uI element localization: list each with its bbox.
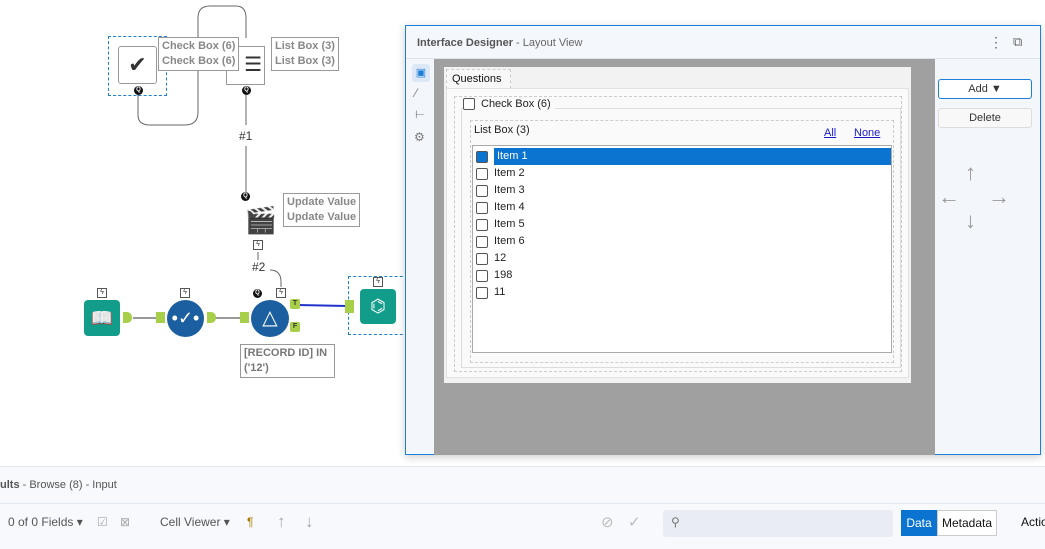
- list-item[interactable]: 198: [473, 267, 891, 284]
- checkbox-icon[interactable]: [476, 269, 488, 282]
- output-anchor[interactable]: [123, 312, 132, 323]
- record-id-tool-icon[interactable]: •✓•: [167, 300, 204, 337]
- move-arrows[interactable]: ↑ ↓ ← →: [938, 160, 1012, 236]
- delete-button[interactable]: Delete: [938, 108, 1032, 128]
- checkbox-icon[interactable]: [476, 150, 488, 163]
- input-anchor[interactable]: [156, 312, 165, 323]
- list-item[interactable]: Item 5: [473, 216, 891, 233]
- tree-view-icon[interactable]: ⊢: [415, 109, 425, 121]
- check-all-icon[interactable]: ☑: [97, 515, 108, 529]
- arrow-up-icon[interactable]: ↑: [277, 512, 286, 531]
- designer-title: Interface Designer: [417, 37, 513, 49]
- checkbox-icon[interactable]: [463, 98, 475, 110]
- filter-annotation: [RECORD ID] IN ('12'): [240, 344, 335, 378]
- list-item[interactable]: 11: [473, 284, 891, 301]
- tab-metadata[interactable]: Metadata: [937, 510, 997, 536]
- add-button[interactable]: Add ▼: [938, 79, 1032, 99]
- listbox-label: List Box (3): [474, 124, 530, 136]
- question-anchor-icon: Q: [253, 289, 262, 298]
- arrow-down-icon[interactable]: ↓: [305, 512, 314, 531]
- fields-dropdown[interactable]: 0 of 0 Fields ▾: [8, 515, 83, 529]
- select-all-link[interactable]: All: [824, 127, 837, 139]
- designer-subtitle: - Layout View: [516, 37, 583, 49]
- search-input[interactable]: ⚲: [663, 510, 893, 537]
- list-item[interactable]: Item 2: [473, 165, 891, 182]
- event-anchor-icon: ϟ: [276, 288, 286, 298]
- checkbox-tool-icon[interactable]: ✔: [118, 46, 157, 84]
- interface-designer-window: Interface Designer - Layout View ⋮ ⧉ ▣ ⁄…: [405, 25, 1041, 455]
- select-none-link[interactable]: None: [854, 127, 881, 139]
- layout-panel: Questions Check Box (6) List Box (3) All…: [444, 67, 911, 383]
- filter-false-anchor[interactable]: F: [290, 322, 300, 332]
- output-anchor[interactable]: [207, 312, 216, 323]
- checkbox-control[interactable]: Check Box (6): [463, 98, 555, 110]
- listbox-tool-annotation: List Box (3)List Box (3): [271, 37, 339, 71]
- browse-tool-icon[interactable]: ⌬: [360, 289, 396, 324]
- settings-icon[interactable]: ⚙: [414, 130, 425, 144]
- question-anchor-icon: Q: [134, 86, 143, 95]
- cancel-filter-icon[interactable]: ⊘: [601, 514, 614, 531]
- search-icon: ⚲: [671, 515, 680, 529]
- question-anchor-icon: Q: [241, 192, 250, 201]
- checkbox-group: Check Box (6) List Box (3) All None Item…: [454, 96, 902, 372]
- update-value-tool-icon[interactable]: 🎬: [244, 205, 278, 235]
- apply-filter-icon[interactable]: ✓: [628, 514, 641, 531]
- actions-button[interactable]: Actio: [1021, 515, 1045, 529]
- list-item[interactable]: 12: [473, 250, 891, 267]
- checkbox-icon[interactable]: [476, 167, 488, 180]
- move-left-icon[interactable]: ←: [938, 184, 960, 209]
- list-item[interactable]: Item 4: [473, 199, 891, 216]
- tab-questions[interactable]: Questions: [446, 69, 511, 89]
- connection-label-1: #1: [239, 129, 253, 143]
- results-path: - Browse (8) - Input: [22, 479, 117, 491]
- checkbox-icon[interactable]: [476, 184, 488, 197]
- input-anchor[interactable]: [240, 312, 249, 323]
- designer-titlebar: Interface Designer - Layout View: [406, 26, 1040, 59]
- checkbox-icon[interactable]: [476, 235, 488, 248]
- move-down-icon[interactable]: ↓: [965, 208, 976, 233]
- question-anchor-icon: Q: [242, 86, 251, 95]
- move-up-icon[interactable]: ↑: [965, 160, 976, 185]
- tab-data[interactable]: Data: [901, 510, 937, 536]
- connection-label-2: #2: [252, 260, 266, 274]
- input-tool-icon[interactable]: 📖: [84, 300, 120, 336]
- event-anchor-icon: ϟ: [253, 240, 263, 250]
- checkbox-icon[interactable]: [476, 218, 488, 231]
- checkbox-icon[interactable]: [476, 252, 488, 265]
- list-item[interactable]: Item 3: [473, 182, 891, 199]
- filter-true-anchor[interactable]: T: [290, 299, 300, 309]
- pilcrow-icon[interactable]: ¶: [247, 515, 254, 529]
- event-anchor-icon: ϟ: [97, 288, 107, 298]
- layout-area: Questions Check Box (6) List Box (3) All…: [434, 59, 935, 455]
- move-right-icon[interactable]: →: [988, 184, 1010, 209]
- results-title: ults - Browse (8) - Input: [0, 479, 117, 491]
- undock-icon[interactable]: ⧉: [1013, 34, 1023, 49]
- cell-viewer-dropdown[interactable]: Cell Viewer ▾: [160, 515, 230, 529]
- event-anchor-icon: ϟ: [180, 288, 190, 298]
- checkbox-icon[interactable]: [476, 201, 488, 214]
- layout-view-icon[interactable]: ▣: [412, 64, 430, 82]
- filter-tool-icon[interactable]: △: [251, 300, 289, 337]
- list-item[interactable]: Item 6: [473, 233, 891, 250]
- checkbox-icon[interactable]: [476, 286, 488, 299]
- checkbox-tool-annotation: Check Box (6)Check Box (6): [158, 37, 240, 71]
- uncheck-all-icon[interactable]: ⊠: [120, 515, 131, 529]
- input-anchor[interactable]: [345, 300, 354, 313]
- event-anchor-icon: ϟ: [373, 277, 383, 287]
- list-item[interactable]: Item 1: [473, 148, 891, 165]
- more-options-icon[interactable]: ⋮: [989, 34, 1003, 50]
- checkbox-label: Check Box (6): [481, 98, 551, 110]
- magic-wand-icon[interactable]: ⁄: [415, 86, 418, 100]
